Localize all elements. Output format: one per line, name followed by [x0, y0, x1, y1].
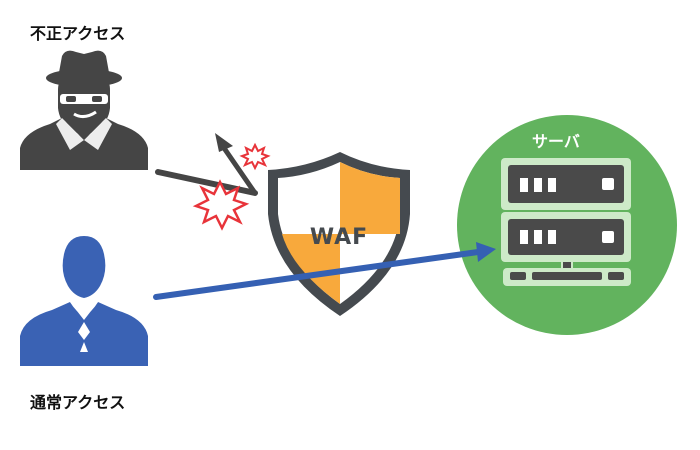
hacker-mask [56, 94, 112, 150]
impact-burst-small-icon [239, 142, 271, 171]
normal-access-label: 通常アクセス [30, 393, 126, 412]
normal-arrow [153, 242, 496, 300]
user-collar [70, 300, 98, 352]
impact-burst-icon [192, 179, 250, 231]
server-icon [457, 115, 677, 335]
waf-label: WAF [310, 225, 368, 250]
blocked-arrow [155, 133, 258, 196]
unauthorized-access-label: 不正アクセス [30, 24, 126, 43]
server-label: サーバ [532, 132, 580, 151]
hacker-icon [20, 50, 148, 170]
